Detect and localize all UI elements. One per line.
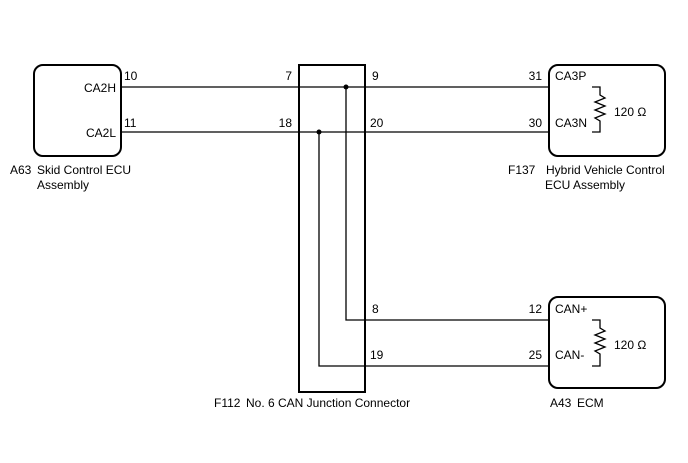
ecm-resistor	[592, 319, 607, 367]
wire-branch-can-minus	[318, 132, 549, 367]
skid-ecu-signal-ca2h: CA2H	[84, 81, 116, 95]
hv-ecu-resistor-value: 120 Ω	[614, 105, 646, 119]
ecm-code: A43	[550, 396, 572, 410]
hv-ecu-code: F137	[508, 163, 536, 177]
hv-ecu-signal-ca3p: CA3P	[555, 69, 586, 83]
ecm-name: ECM	[577, 396, 604, 410]
skid-control-ecu-box	[33, 64, 122, 157]
skid-ecu-signal-ca2l: CA2L	[86, 126, 116, 140]
hv-ecu-pin-30: 30	[529, 116, 543, 130]
ecm-pin-12: 12	[529, 302, 543, 316]
junction-dot-low	[316, 129, 322, 135]
junction-pin-7: 7	[285, 69, 292, 83]
junction-name: No. 6 CAN Junction Connector	[246, 396, 410, 410]
junction-code: F112	[214, 396, 241, 410]
skid-ecu-code: A63	[10, 163, 32, 177]
hybrid-vehicle-ecu-box	[548, 64, 666, 157]
junction-pin-9: 9	[372, 69, 379, 83]
junction-dot-high	[343, 84, 349, 90]
ecm-resistor-value: 120 Ω	[614, 338, 646, 352]
ecm-box	[548, 296, 666, 389]
hv-ecu-resistor	[592, 86, 607, 133]
wire-branch-can-plus	[345, 87, 549, 321]
junction-connector-box	[298, 64, 366, 393]
ecm-pin-25: 25	[529, 348, 543, 362]
junction-pin-20: 20	[370, 116, 384, 130]
junction-pin-18: 18	[279, 116, 293, 130]
skid-ecu-name-line2: Assembly	[37, 178, 89, 192]
hv-ecu-pin-31: 31	[529, 69, 543, 83]
skid-ecu-pin-11: 11	[124, 116, 137, 130]
junction-pin-8: 8	[372, 302, 379, 316]
ecm-signal-can-plus: CAN+	[555, 302, 587, 316]
hv-ecu-name-line1: Hybrid Vehicle Control	[546, 163, 665, 177]
skid-ecu-pin-10: 10	[124, 69, 138, 83]
skid-ecu-name-line1: Skid Control ECU	[37, 163, 131, 177]
junction-pin-19: 19	[370, 348, 384, 362]
hv-ecu-name-line2: ECU Assembly	[545, 178, 625, 192]
hv-ecu-signal-ca3n: CA3N	[555, 116, 587, 130]
ecm-signal-can-minus: CAN-	[555, 348, 584, 362]
